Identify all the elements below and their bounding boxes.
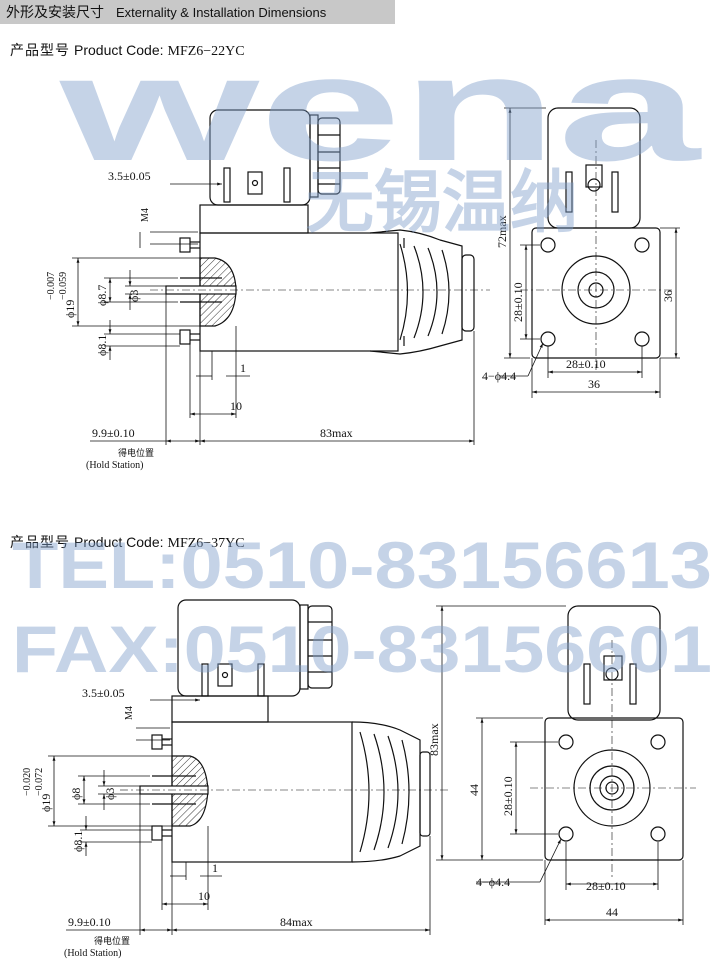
hold-label-en: (Hold Station) [64,948,122,959]
watermark: wena 无锡温纳 TEL:0510-83156613 FAX:0510-831… [12,24,712,686]
center-lines-front-1 [520,140,672,370]
terminal-pin [283,167,291,203]
watermark-tel: TEL:0510-83156613 [12,528,712,602]
product-label-en: Product Code: [74,42,164,58]
product-label-en: Product Code: [74,534,164,550]
end-knob [461,254,475,332]
dim-gap1: 1 [240,361,246,375]
dim-h-spacing: 28±0.10 [586,879,626,893]
dim-d81: ϕ8.1 [95,335,109,356]
mount-stud [179,329,191,345]
dim-v-spacing: 28±0.10 [501,776,515,816]
dim-d3: ϕ3 [127,290,141,302]
dim-bore: ϕ19 [39,794,53,812]
dim-length: 84max [280,915,313,929]
coil-top [199,204,309,234]
dim-d87: ϕ8.7 [95,285,109,306]
end-cap [351,721,421,863]
dimension-lines-1 [72,182,475,445]
dim-width-v: 44 [467,784,481,796]
watermark-company-cn: 无锡温纳 [306,164,578,243]
connector-cap [307,605,333,689]
dim-thread: M4 [140,208,151,222]
dim-d81: ϕ8.1 [71,831,85,852]
connector-housing [567,605,661,721]
dim-holes: 4−ϕ4.4 [476,875,510,889]
dim-v-spacing: 28±0.10 [511,282,525,322]
dim-pin-offset: 3.5±0.05 [108,169,151,183]
connector-cap [317,117,341,195]
front-view-2 [544,605,684,861]
dim-hold: 9.9±0.10 [92,426,135,440]
center-lines-front-2 [530,640,696,880]
dim-length: 83max [320,426,353,440]
hold-label-en: (Hold Station) [86,460,144,471]
dim-bore-tol-lower: −0.059 [58,272,69,300]
hold-label-cn: 得电位置 [118,447,154,459]
hold-label-cn: 得电位置 [94,935,130,947]
section-title-cn: 外形及安装尺寸 [6,5,104,21]
dim-bore-tol-upper: −0.007 [46,272,57,300]
watermark-logo: wena [58,24,702,192]
dimension-lines-front-1 [500,107,680,398]
dim-holes: 4−ϕ4.4 [482,369,516,383]
product-label-cn: 产品型号 [10,43,70,59]
dim-width-v: 36 [661,290,675,302]
dim-width-h: 44 [606,905,618,919]
section-header: 外形及安装尺寸 Externality & Installation Dimen… [0,0,395,24]
dim-bore-tol-lower: −0.072 [34,768,45,796]
dim-height: 83max [427,723,441,756]
product-code: MFZ6−22YC [167,44,245,59]
dim-thread: M4 [124,706,135,720]
end-cap [369,229,463,355]
dim-gap10: 10 [230,399,242,413]
dim-gap10: 10 [198,889,210,903]
dim-bore: ϕ19 [63,300,77,318]
dim-pin-offset: 3.5±0.05 [82,686,125,700]
terminal-pin [223,167,231,203]
section-title-en: Externality & Installation Dimensions [116,4,327,20]
mount-stud [179,237,191,253]
dim-gap1: 1 [212,861,218,875]
product-code: MFZ6−37YC [167,536,245,551]
dim-hold: 9.9±0.10 [68,915,111,929]
dimension-lines-front-2 [436,605,684,925]
watermark-fax: FAX:0510-83156601 [12,612,712,686]
dimension-texts-2: 3.5±0.05 M4 ϕ19 −0.020 −0.072 ϕ8 ϕ3 ϕ8.1… [22,686,626,959]
dim-d87: ϕ8 [69,788,83,800]
dimension-lines-2 [48,698,431,935]
dim-d3: ϕ3 [103,788,117,800]
terminal-block [247,171,263,195]
dim-width-h: 36 [588,377,600,391]
dim-h-spacing: 28±0.10 [566,357,606,371]
dim-bore-tol-upper: −0.020 [22,768,33,796]
dimension-texts-1: 3.5±0.05 M4 ϕ19 −0.007 −0.059 ϕ8.7 ϕ3 ϕ8… [46,169,675,471]
product-label-cn: 产品型号 [10,535,70,551]
square-flange [544,717,684,861]
dim-height: 72max [495,215,509,248]
